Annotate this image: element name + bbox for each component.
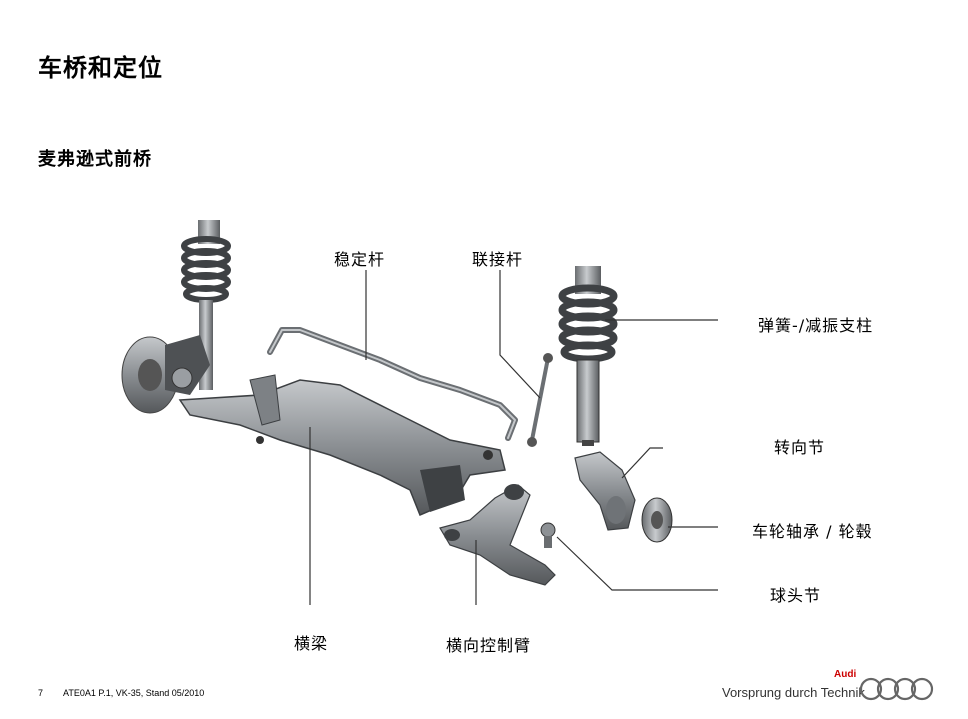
right-spring-strut <box>558 266 618 446</box>
brand-slogan: Vorsprung durch Technik <box>722 685 865 700</box>
leader-coupling-rod <box>499 270 541 399</box>
stabilizer-bar <box>267 327 518 441</box>
page-subtitle: 麦弗逊式前桥 <box>38 149 152 170</box>
page-title: 车桥和定位 <box>38 54 163 82</box>
label-subframe: 横梁 <box>294 634 329 653</box>
track-control-arm <box>439 484 556 586</box>
steering-knuckle <box>574 451 636 531</box>
document-reference: ATE0A1 P.1, VK-35, Stand 05/2010 <box>63 688 205 698</box>
ball-joint <box>540 522 556 548</box>
audi-rings-logo-icon <box>859 677 934 701</box>
page-number: 7 <box>38 688 44 698</box>
wheel-hub <box>641 497 673 543</box>
brand-name: Audi <box>834 669 857 680</box>
leader-ball-joint <box>556 536 718 591</box>
subframe <box>178 374 506 516</box>
left-strut-assembly <box>121 220 231 414</box>
label-spring-strut: 弹簧-/减振支柱 <box>758 316 874 335</box>
label-ball-joint: 球头节 <box>770 586 822 605</box>
label-track-control-arm: 横向控制臂 <box>446 636 532 655</box>
coupling-rod <box>527 353 553 447</box>
leader-steering-knuckle <box>621 447 663 479</box>
label-wheel-hub: 车轮轴承 / 轮毂 <box>752 522 873 541</box>
label-stabilizer-bar: 稳定杆 <box>334 250 386 269</box>
label-coupling-rod: 联接杆 <box>472 250 524 269</box>
leader-lines <box>309 270 718 605</box>
footer-reference: 7 ATE0A1 P.1, VK-35, Stand 05/2010 <box>38 688 204 698</box>
label-steering-knuckle: 转向节 <box>774 438 826 457</box>
